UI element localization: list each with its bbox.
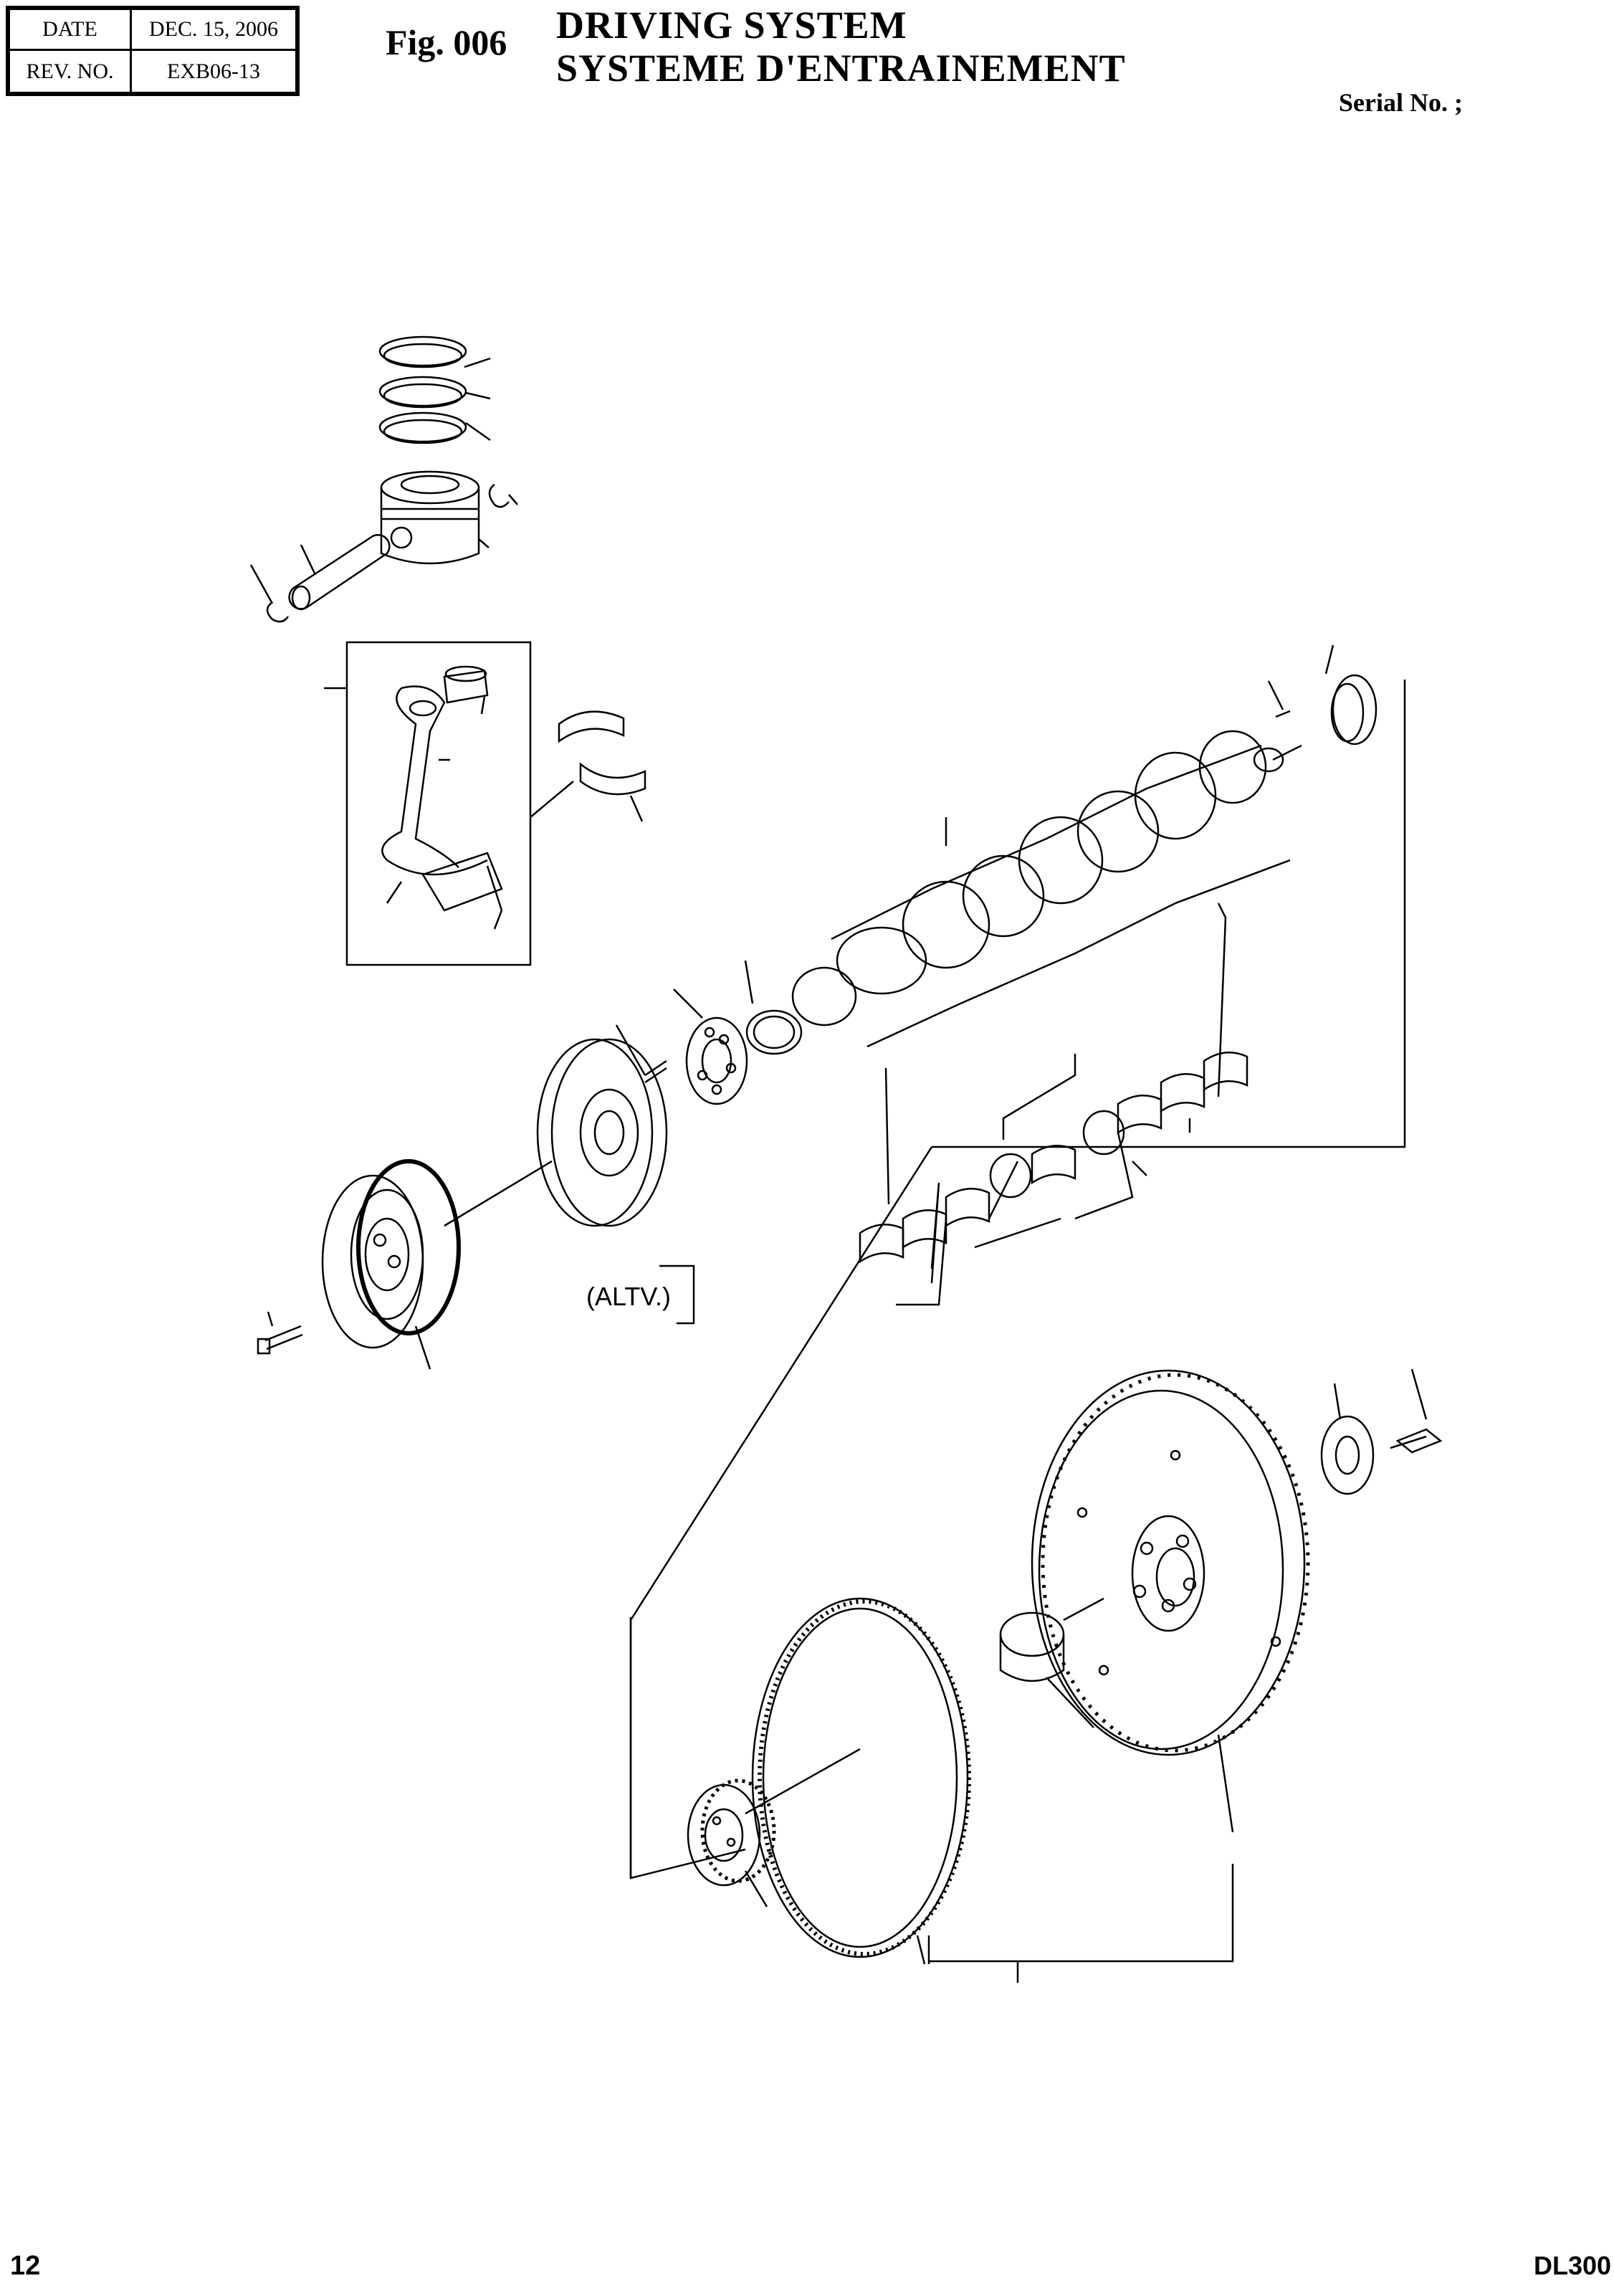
piston-pin bbox=[288, 533, 391, 611]
date-value: DEC. 15, 2006 bbox=[132, 10, 295, 51]
title-french: SYSTEME D'ENTRAINEMENT bbox=[556, 47, 1126, 90]
piston-rings bbox=[378, 335, 491, 444]
piston bbox=[380, 470, 490, 565]
front-seal bbox=[744, 960, 803, 1055]
timing-gear bbox=[687, 1778, 776, 1907]
damper-bolt bbox=[257, 1311, 303, 1355]
rod-bearings bbox=[530, 710, 646, 822]
snap-rings bbox=[249, 483, 518, 623]
serial-number-label: Serial No. ; bbox=[1339, 88, 1463, 117]
flywheel-assembly-bracket bbox=[927, 1864, 1234, 1983]
small-bolt bbox=[615, 1024, 667, 1084]
alternative-annotation: (ALTV.) bbox=[586, 1282, 672, 1311]
ring-gear bbox=[745, 1597, 971, 1965]
flywheel bbox=[1031, 1369, 1310, 1833]
flywheel-spacer-bolt bbox=[1320, 1368, 1443, 1495]
date-label: DATE bbox=[10, 10, 132, 51]
main-bearings bbox=[859, 902, 1248, 1306]
assembly-lines bbox=[629, 1146, 933, 1880]
figure-number: Fig. 006 bbox=[386, 22, 507, 62]
spacer-plate bbox=[673, 989, 748, 1105]
rev-label: REV. NO. bbox=[10, 51, 132, 92]
header-table: DATE DEC. 15, 2006 REV. NO. EXB06-13 bbox=[6, 6, 300, 96]
altv-bracket bbox=[659, 1264, 695, 1325]
bushing bbox=[999, 1597, 1104, 1728]
connecting-rod-group bbox=[324, 641, 532, 966]
crank-pin-and-seal bbox=[932, 644, 1406, 1148]
pulley bbox=[444, 1038, 668, 1227]
crankshaft bbox=[791, 730, 1302, 1048]
damper bbox=[321, 1159, 461, 1370]
title-english: DRIVING SYSTEM bbox=[556, 4, 907, 47]
model-code: DL300 bbox=[1534, 2251, 1612, 2280]
page-number: 12 bbox=[10, 2251, 41, 2281]
rev-value: EXB06-13 bbox=[167, 59, 260, 83]
